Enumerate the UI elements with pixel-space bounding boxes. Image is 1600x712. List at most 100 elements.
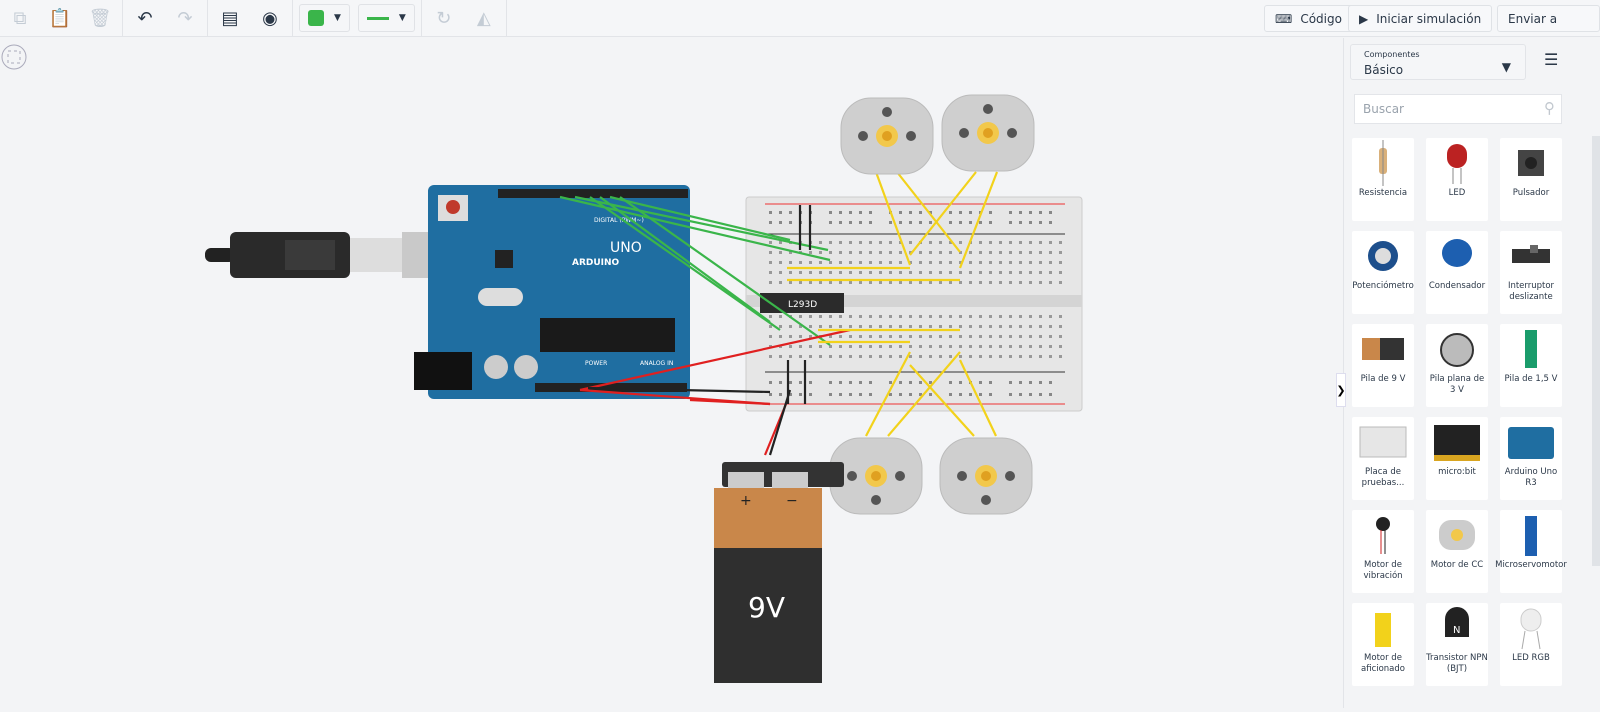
component-label: micro:bit <box>1438 467 1476 477</box>
code-button[interactable]: ⌨Código <box>1264 5 1353 32</box>
component-card[interactable]: Pulsador <box>1500 138 1562 221</box>
wire-type-dropdown[interactable]: ▼ <box>357 4 415 32</box>
search-input[interactable]: Buscar ⚲ <box>1354 94 1562 124</box>
divider <box>122 0 123 36</box>
power-label: POWER <box>585 360 607 367</box>
arduino-uno-board[interactable]: ARDUINO UNO DIGITAL (PWM~) POWER ANALOG … <box>414 185 690 399</box>
usb-cable[interactable] <box>205 232 452 278</box>
pushbutton-icon <box>1500 138 1562 188</box>
component-label: Pulsador <box>1512 188 1550 198</box>
component-label: LED <box>1448 188 1466 198</box>
undo-icon: ↶ <box>137 7 153 29</box>
dc-motor-icon <box>1426 510 1488 560</box>
search-placeholder: Buscar <box>1363 102 1404 116</box>
caret-down-icon: ▼ <box>398 13 406 23</box>
code-label: Código <box>1300 11 1342 26</box>
servo-icon <box>1500 510 1562 560</box>
circuit-canvas[interactable]: ARDUINO UNO DIGITAL (PWM~) POWER ANALOG … <box>0 38 1343 708</box>
delete-button[interactable]: 🗑 <box>80 0 120 36</box>
component-card[interactable]: Pila de 1,5 V <box>1500 324 1562 407</box>
paste-icon: 📋 <box>48 7 72 29</box>
capacitor-icon <box>1426 231 1488 281</box>
rgb-led-icon <box>1500 603 1562 653</box>
component-card[interactable]: LED RGB <box>1500 603 1562 686</box>
divider <box>505 0 507 36</box>
component-label: Condensador <box>1428 281 1486 291</box>
mirror-button[interactable]: ◭ <box>464 0 504 36</box>
component-label: Pila de 9 V <box>1360 374 1406 384</box>
component-card[interactable]: Motor de vibración <box>1352 510 1414 593</box>
component-card[interactable]: Microservomotor <box>1495 510 1567 593</box>
send-to-button[interactable]: Enviar a <box>1497 5 1600 32</box>
wire-color-dropdown[interactable]: ▼ <box>299 4 350 32</box>
collapse-panel-button[interactable]: ❯ <box>1336 373 1346 407</box>
component-card[interactable]: Arduino Uno R3 <box>1500 417 1562 500</box>
component-card[interactable]: Interruptor deslizante <box>1500 231 1562 314</box>
scrollbar[interactable] <box>1592 136 1600 566</box>
notes-button[interactable]: ▤ <box>210 0 250 36</box>
circuit-drawing: ARDUINO UNO DIGITAL (PWM~) POWER ANALOG … <box>1 44 1083 683</box>
divider <box>207 0 208 36</box>
category-dropdown[interactable]: Componentes Básico ▼ <box>1350 44 1526 80</box>
dc-motor[interactable] <box>941 94 1035 172</box>
component-label: Resistencia <box>1358 188 1408 198</box>
dc-motor[interactable] <box>829 437 923 515</box>
wires[interactable] <box>559 171 999 456</box>
dc-motor[interactable] <box>840 97 934 175</box>
send-label: Enviar a <box>1508 11 1558 26</box>
component-label: Pila de 1,5 V <box>1504 374 1558 384</box>
caret-down-icon: ▼ <box>1501 60 1511 74</box>
toolbar: ⧉ 📋 🗑 ↶ ↷ ▤ ◉ ▼ ▼ ↻ ◭ ⌨Código ▶Iniciar s… <box>0 0 1600 37</box>
battery-plus-text: + <box>740 493 752 509</box>
component-card[interactable]: Potenciómetro <box>1352 231 1414 314</box>
component-card[interactable]: Motor de CC <box>1426 510 1488 593</box>
color-swatch <box>308 10 324 26</box>
eye-note-icon: ◉ <box>262 7 278 29</box>
arduino-model-text: UNO <box>610 240 642 256</box>
component-label: Motor de aficionado <box>1361 653 1405 674</box>
component-card[interactable]: Resistencia <box>1352 138 1414 221</box>
search-icon: ⚲ <box>1544 99 1555 117</box>
component-label: Placa de pruebas... <box>1361 467 1405 488</box>
battery-9v[interactable]: + − 9V <box>714 462 844 683</box>
hobby-motor-icon <box>1352 603 1414 653</box>
component-card[interactable]: Condensador <box>1426 231 1488 314</box>
component-card[interactable]: LED <box>1426 138 1488 221</box>
component-card[interactable]: Pila de 9 V <box>1352 324 1414 407</box>
dc-motor[interactable] <box>939 437 1033 515</box>
component-card[interactable]: micro:bit <box>1426 417 1488 500</box>
component-card[interactable]: Pila plana de 3 V <box>1426 324 1488 407</box>
battery-minus-text: − <box>786 493 798 509</box>
caret-down-icon: ▼ <box>334 13 341 23</box>
simulate-label: Iniciar simulación <box>1376 11 1482 26</box>
view-notes-button[interactable]: ◉ <box>250 0 290 36</box>
component-label: Arduino Uno R3 <box>1504 467 1558 488</box>
copy-button[interactable]: ⧉ <box>0 0 40 36</box>
component-card[interactable]: Motor de aficionado <box>1352 603 1414 686</box>
components-panel: ❯ Componentes Básico ▼ ☰ Buscar ⚲ Resiste… <box>1336 38 1600 708</box>
analog-label: ANALOG IN <box>640 360 673 367</box>
slide-switch-icon <box>1500 231 1562 281</box>
redo-button[interactable]: ↷ <box>165 0 205 36</box>
redo-icon: ↷ <box>177 7 193 29</box>
component-label: Motor de vibración <box>1363 560 1403 581</box>
fit-view-icon[interactable] <box>1 44 27 70</box>
rotate-button[interactable]: ↻ <box>424 0 464 36</box>
wire-style-icon <box>366 16 389 20</box>
component-card[interactable]: Placa de pruebas... <box>1352 417 1414 500</box>
paste-button[interactable]: 📋 <box>40 0 80 36</box>
l293d-chip[interactable]: L293D <box>760 293 844 313</box>
undo-button[interactable]: ↶ <box>125 0 165 36</box>
mirror-icon: ◭ <box>476 7 491 29</box>
list-view-icon[interactable]: ☰ <box>1544 50 1559 69</box>
rotate-icon: ↻ <box>436 7 452 29</box>
component-label: Pila plana de 3 V <box>1429 374 1485 395</box>
battery-label: 9V <box>748 591 785 624</box>
start-simulation-button[interactable]: ▶Iniciar simulación <box>1348 5 1493 32</box>
category-value: Básico <box>1364 63 1404 77</box>
potentiometer-icon <box>1352 231 1414 281</box>
component-label: LED RGB <box>1512 653 1550 663</box>
arduino-brand-text: ARDUINO <box>572 258 620 268</box>
